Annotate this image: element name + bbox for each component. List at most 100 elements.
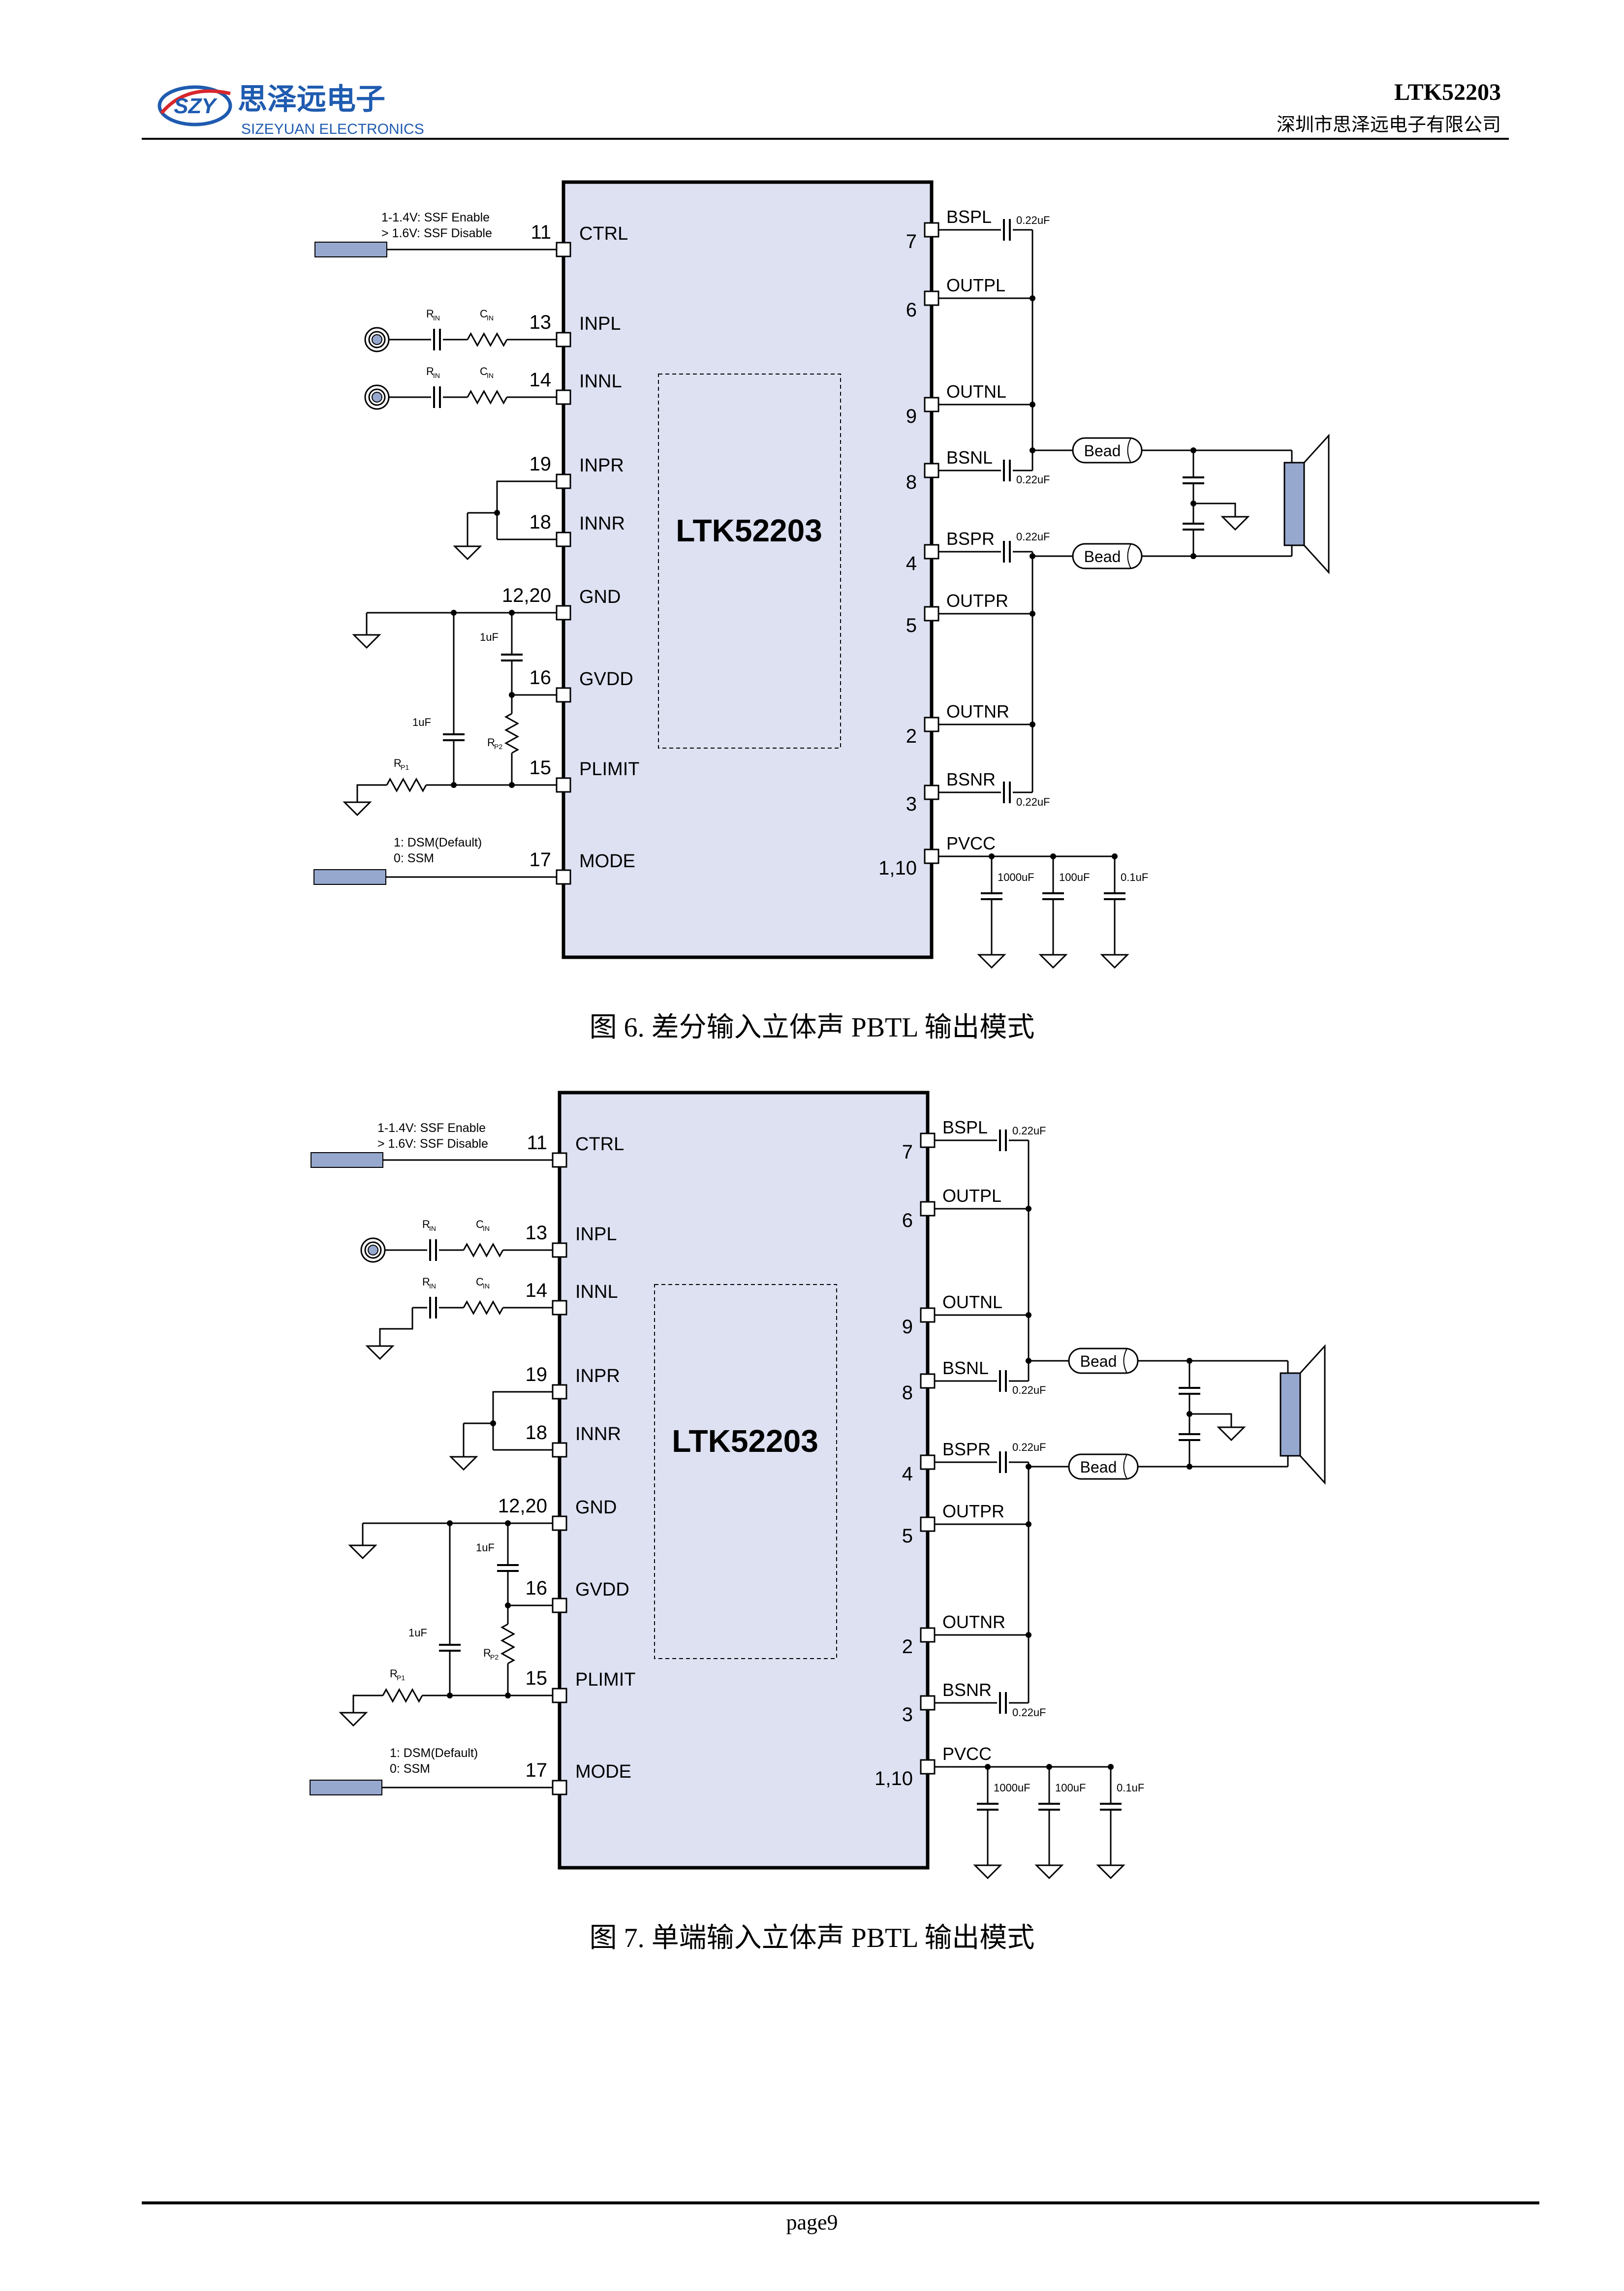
- pin-number: 18: [530, 511, 552, 533]
- component-label-subscript: P1: [397, 1674, 405, 1682]
- pin-pad: [924, 785, 939, 800]
- ground-symbol: [339, 1712, 368, 1727]
- pin-name: GND: [575, 1497, 617, 1518]
- resistor: [504, 713, 520, 754]
- pin-name: BSPR: [942, 1439, 991, 1459]
- resistor: [500, 1623, 516, 1664]
- ic-inner-block: [658, 374, 841, 749]
- component-label: R: [426, 365, 434, 377]
- logo-chinese-name: 思泽远电子: [238, 83, 385, 116]
- pin-name: INNR: [575, 1424, 621, 1444]
- ctrl-note-line-1: 1-1.4V: SSF Enable: [381, 211, 490, 224]
- pin-pad: [924, 544, 939, 560]
- component-label: R: [394, 757, 402, 769]
- header-divider: [142, 138, 1509, 140]
- input-jack-core: [368, 1245, 378, 1255]
- wire: [352, 1695, 383, 1713]
- figure-6-caption: 图 6. 差分输入立体声 PBTL 输出模式: [589, 1012, 1035, 1043]
- pin-pad: [920, 1695, 936, 1711]
- pin-pad: [556, 389, 571, 405]
- document-title: LTK52203: [1394, 79, 1501, 105]
- pin-name: BSNR: [942, 1680, 992, 1700]
- pin-number: 12,20: [498, 1495, 547, 1517]
- pin-name: MODE: [575, 1761, 631, 1782]
- component-label: R: [426, 308, 434, 320]
- cap-value-1uf: 1uF: [480, 631, 499, 643]
- pin-name: GVDD: [575, 1579, 629, 1600]
- pin-number: 17: [530, 849, 552, 871]
- cap-value-022uf: 0.22uF: [1016, 531, 1050, 543]
- ground-symbol: [1096, 1864, 1125, 1880]
- pin-pad: [552, 1780, 567, 1795]
- pin-pad: [552, 1688, 567, 1703]
- pvcc-cap-value: 100uF: [1055, 1782, 1086, 1794]
- pvcc-cap-value: 1000uF: [998, 871, 1034, 883]
- component-label-subscript: IN: [433, 372, 440, 379]
- pin-name: CTRL: [579, 223, 628, 244]
- pin-name: INPR: [579, 455, 624, 476]
- resistor: [467, 332, 508, 347]
- component-label-subscript: P2: [490, 1653, 499, 1661]
- cap-value-022uf: 0.22uF: [1012, 1706, 1046, 1719]
- pin-number: 6: [906, 299, 917, 321]
- ground-symbol: [973, 1864, 1002, 1880]
- pin-pad: [920, 1454, 936, 1470]
- pin-number: 14: [530, 369, 552, 391]
- pin-number: 15: [526, 1667, 548, 1689]
- pin-number: 5: [906, 615, 917, 636]
- pin-name: OUTNL: [946, 381, 1006, 402]
- cap-value-022uf: 0.22uF: [1016, 473, 1050, 486]
- pin-name: OUTPR: [946, 591, 1008, 611]
- pin-pad: [556, 777, 571, 793]
- component-label-subscript: IN: [487, 314, 494, 322]
- signal-connector: [311, 1152, 383, 1168]
- signal-connector: [310, 1780, 382, 1795]
- cap-value-1uf: 1uF: [408, 1627, 427, 1639]
- pin-name: INNL: [579, 371, 622, 392]
- pin-name: PLIMIT: [575, 1669, 635, 1690]
- component-label: R: [390, 1667, 398, 1680]
- pin-pad: [924, 290, 939, 306]
- pin-name: BSPL: [942, 1117, 988, 1137]
- ferrite-bead-edge: [1123, 1348, 1127, 1374]
- pin-number: 13: [526, 1222, 548, 1244]
- input-jack-ring: [368, 331, 386, 348]
- pin-name: BSPR: [946, 529, 995, 549]
- pin-number: 15: [530, 757, 552, 779]
- bead-label: Bead: [1080, 1458, 1117, 1476]
- pin-number: 1,10: [878, 857, 917, 879]
- junction-dot: [1030, 295, 1035, 301]
- ic-body: [562, 180, 934, 959]
- ground-symbol: [365, 1345, 395, 1360]
- mode-note-line-2: 0: SSM: [394, 851, 434, 865]
- ground-symbol: [977, 954, 1006, 969]
- pin-name: CTRL: [575, 1134, 624, 1155]
- pin-pad: [552, 1384, 567, 1400]
- pin-pad: [920, 1373, 936, 1389]
- ground-symbol: [449, 1456, 478, 1471]
- pin-number: 2: [902, 1636, 913, 1658]
- company-logo: SZY 思泽远电子 SIZEYUAN ELECTRONICS: [157, 83, 424, 137]
- figure-7-caption: 图 7. 单端输入立体声 PBTL 输出模式: [589, 1923, 1035, 1953]
- cap-value-1uf: 1uF: [476, 1541, 495, 1554]
- ic-body: [558, 1091, 930, 1870]
- wire: [1189, 1413, 1232, 1427]
- page-number: page9: [786, 2210, 838, 2234]
- pin-number: 18: [526, 1422, 548, 1444]
- pin-name: INNL: [575, 1282, 618, 1302]
- pin-number: 16: [530, 667, 552, 689]
- pin-pad: [556, 473, 571, 489]
- input-jack-ring: [368, 388, 386, 406]
- component-label-subscript: P1: [401, 763, 409, 771]
- ground-symbol: [1220, 516, 1250, 531]
- wire: [496, 480, 557, 539]
- junction-dot: [1026, 1206, 1031, 1212]
- pin-number: 3: [906, 793, 917, 815]
- speaker-coil: [1280, 1372, 1301, 1457]
- ferrite-bead-edge: [1127, 543, 1131, 569]
- pin-number: 11: [527, 1132, 547, 1154]
- pin-pad: [924, 397, 939, 412]
- pin-pad: [920, 1132, 936, 1148]
- ground-symbol: [352, 634, 381, 649]
- pin-number: 7: [902, 1141, 913, 1163]
